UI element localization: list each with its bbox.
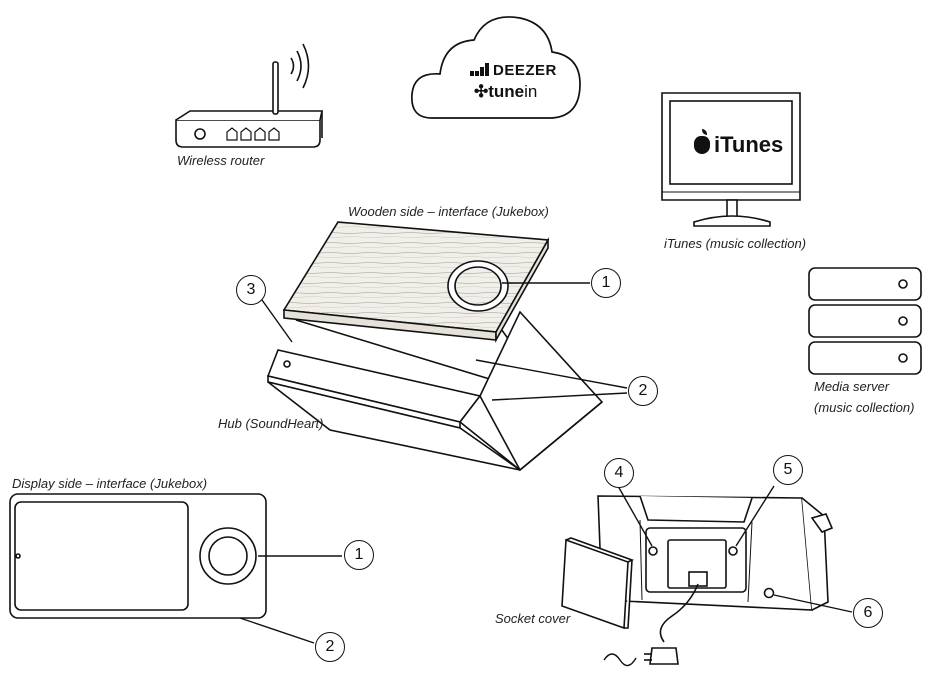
monitor-illustration: [661, 92, 801, 227]
label-media-server: Media server: [814, 379, 890, 394]
callout-socket-port: 6: [853, 598, 883, 628]
deezer-logo: DEEZER: [470, 62, 557, 80]
label-socket-cover: Socket cover: [495, 611, 571, 626]
power-plug-illustration: [644, 583, 699, 665]
label-media-server-sub: (music collection): [814, 400, 915, 415]
wooden-knob-inner: [454, 266, 502, 306]
socket-cover-illustration: [561, 537, 635, 630]
label-wireless-router: Wireless router: [177, 153, 265, 168]
tunein-prefix: tune: [488, 82, 525, 101]
callout-display-side: 2: [315, 632, 345, 662]
callout-top-button: 3: [236, 275, 266, 305]
cloud-illustration: [411, 16, 581, 119]
label-display-side: Display side – interface (Jukebox): [12, 476, 208, 491]
callout-display-knob: 1: [344, 540, 374, 570]
leader-lines: [239, 282, 853, 644]
deezer-wordmark: DEEZER: [493, 62, 557, 79]
label-hub: Hub (SoundHeart): [218, 416, 324, 431]
label-wooden-side: Wooden side – interface (Jukebox): [348, 204, 549, 219]
itunes-logo: iTunes: [694, 129, 784, 158]
tunein-plus-icon: ✣: [474, 82, 489, 101]
callout-top-sides: 2: [628, 376, 658, 406]
router-illustration: [175, 61, 323, 148]
wifi-signal-icon: [290, 43, 310, 89]
callout-socket-left: 4: [604, 458, 634, 488]
tunein-logo: ✣tunein: [474, 82, 537, 102]
wooden-interface-illustration: [282, 221, 550, 344]
display-interface-illustration: [9, 493, 267, 619]
deezer-bars-icon: [470, 63, 490, 80]
callout-socket-right: 5: [773, 455, 803, 485]
tunein-suffix: in: [524, 82, 538, 101]
callout-top-knob: 1: [591, 268, 621, 298]
ac-wave-icon: [603, 653, 637, 667]
itunes-wordmark: iTunes: [714, 132, 784, 157]
apple-icon: [694, 129, 710, 154]
hub-illustration: [266, 307, 604, 472]
label-itunes-collection: iTunes (music collection): [664, 236, 807, 251]
media-server-illustration: [808, 267, 922, 375]
